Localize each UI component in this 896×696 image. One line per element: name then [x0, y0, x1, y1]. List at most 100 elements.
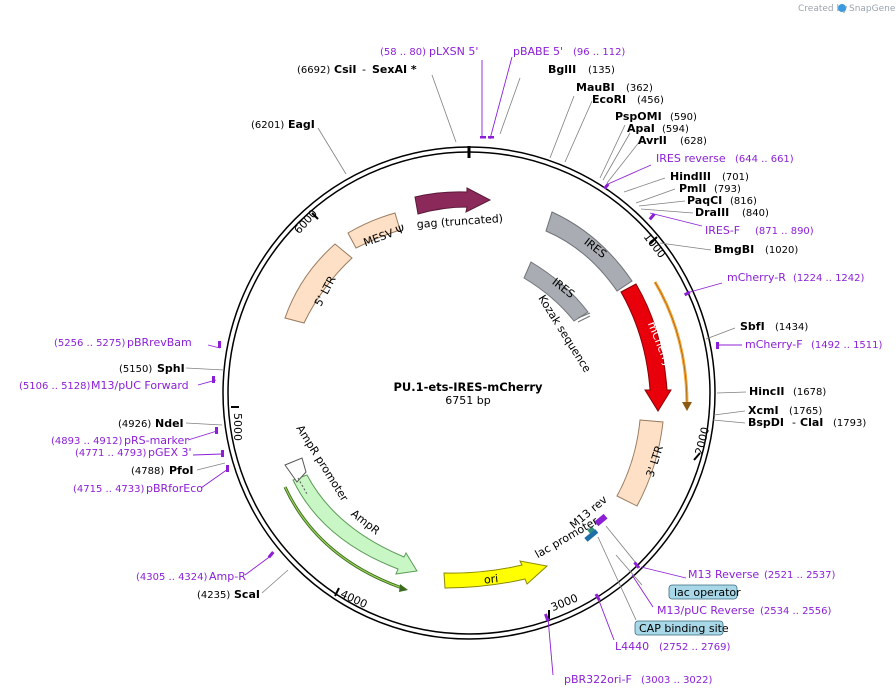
enz-apa-pos: (594): [662, 124, 689, 135]
tick-3000: 3000: [549, 591, 580, 614]
enz-eco-pos: (456): [637, 95, 664, 106]
enz-bgl-pos: (135): [588, 65, 615, 76]
pr-prs-name: pRS-marker: [124, 434, 189, 447]
feature-ori[interactable]: ori: [443, 560, 549, 589]
enz-apa-name: ApaI: [627, 122, 655, 135]
enz-bsp-name: BspDI: [748, 416, 784, 429]
pr-pgex-name: pGEX 3': [148, 446, 192, 459]
plasmid-length: 6751 bp: [445, 394, 490, 407]
enz-bmg-pos: (1020): [765, 245, 798, 256]
enz-mau-pos: (362): [626, 83, 653, 94]
pr-l4440-range: (2752 .. 2769): [659, 642, 731, 653]
enz-xcm-name: XcmI: [748, 404, 779, 417]
enz-eco-name: EcoRI: [592, 93, 626, 106]
tick-6000: 6000: [292, 207, 320, 237]
snapgene-logo-icon: [838, 4, 846, 12]
tick-2000: 2000: [693, 426, 712, 456]
enz-eag-pos: (6201): [251, 120, 284, 131]
pr-plxsn-range: (58 .. 80): [380, 47, 426, 58]
feature-ampr-promoter[interactable]: AmpR promoter: [284, 423, 351, 504]
pr-mchr-name: mCherry-R: [727, 271, 786, 284]
enz-paq-pos: (816): [730, 196, 757, 207]
pr-m13r-name: M13 Reverse: [688, 568, 759, 581]
feature-gag[interactable]: gag (truncated): [414, 187, 503, 231]
pr-iresf-name: IRES-F: [705, 224, 740, 237]
pr-iresf-range: (871 .. 890): [755, 226, 814, 237]
pr-l4440-name: L4440: [615, 640, 649, 653]
feature-orange-arrow: [653, 281, 692, 411]
primer-labels: (58 .. 80) pLXSN 5' pBABE 5' (96 .. 112)…: [19, 45, 883, 686]
enz-hind-name: HindIII: [670, 170, 711, 183]
feature-ltr5[interactable]: 5' LTR: [284, 243, 353, 324]
created-by-text: Created by: [798, 4, 848, 14]
pr-m13puc-range: (2534 .. 2556): [760, 606, 832, 617]
enz-sexai-name: SexAI *: [372, 63, 417, 76]
enz-psp-pos: (590): [670, 112, 697, 123]
enz-csi-sep: -: [362, 63, 366, 76]
enzyme-labels: (6692) CsiI - SexAI * BglII (135) MauBI …: [118, 63, 866, 601]
enz-sbf-pos: (1434): [775, 322, 808, 333]
enz-dra-pos: (840): [742, 208, 769, 219]
scale-ticks: 1000 2000 3000 4000 5000 6000: [231, 207, 712, 619]
pr-mchf-name: mCherry-F: [745, 338, 803, 351]
enz-sph-pos: (5150): [119, 364, 152, 375]
pr-m13puc-name: M13/pUC Reverse: [657, 604, 755, 617]
pr-pbabe-range: (96 .. 112): [573, 47, 625, 58]
enz-mau-name: MauBI: [576, 81, 615, 94]
primer-marks: [212, 136, 719, 622]
pr-pbrrevbam-name: pBRrevBam: [127, 336, 192, 349]
feature-ltr3[interactable]: 3' LTR: [616, 419, 666, 507]
enz-csi-pos: (6692): [297, 65, 330, 76]
enz-hinc-name: HincII: [749, 385, 785, 398]
pr-pbr322-name: pBR322ori-F: [564, 673, 632, 686]
gag-label: gag (truncated): [416, 212, 503, 231]
enz-nde-name: NdeI: [155, 417, 184, 430]
plasmid-name: PU.1-ets-IRES-mCherry: [393, 380, 543, 394]
primer-leaders: [187, 56, 742, 676]
enz-pml-name: PmlI: [679, 182, 706, 195]
cap-site-label: CAP binding site: [639, 622, 729, 635]
brand-text: SnapGene: [849, 4, 896, 14]
pr-pbabe-name: pBABE 5': [513, 45, 563, 58]
enz-eag-name: EagI: [288, 118, 315, 131]
enz-nde-pos: (4926): [118, 419, 151, 430]
lac-operator-box: lac operator: [668, 584, 741, 600]
pr-mchr-range: (1224 .. 1242): [793, 273, 865, 284]
enz-avr-pos: (628): [680, 136, 707, 147]
enz-cla-name: ClaI: [800, 416, 823, 429]
pr-m13pucf-name: M13/pUC Forward: [91, 379, 189, 392]
pr-ampr-range: (4305 .. 4324): [136, 572, 208, 583]
enz-paq-name: PaqCI: [687, 194, 722, 207]
feature-ampr[interactable]: AmpR: [283, 474, 418, 592]
enz-bgl-name: BglII: [548, 63, 576, 76]
feature-ires2[interactable]: IRES Kozak sequence: [523, 261, 594, 375]
feature-mesv[interactable]: MESV Ψ: [347, 212, 407, 249]
enz-csi-name: CsiI: [334, 63, 356, 76]
enz-hind-pos: (701): [722, 172, 749, 183]
enz-bmg-name: BmgBI: [714, 243, 754, 256]
enz-sca-pos: (4235): [197, 590, 230, 601]
pr-iresrev-name: IRES reverse: [656, 152, 726, 165]
enz-sbf-name: SbfI: [740, 320, 765, 333]
enz-dra-name: DraIII: [695, 206, 729, 219]
tick-4000: 4000: [338, 587, 369, 611]
pr-prs-range: (4893 .. 4912): [51, 436, 123, 447]
enz-pml-pos: (793): [714, 184, 741, 195]
pr-pbrfor-name: pBRforEco: [146, 482, 203, 495]
tick-5000: 5000: [231, 413, 244, 441]
pr-m13pucf-range: (5106 .. 5128): [19, 381, 91, 392]
pr-iresrev-range: (644 .. 661): [735, 154, 794, 165]
pr-pbrfor-range: (4715 .. 4733): [73, 484, 145, 495]
cap-site-box: CAP binding site: [634, 620, 729, 636]
enz-avr-name: AvrII: [638, 134, 667, 147]
pr-plxsn-name: pLXSN 5': [429, 45, 478, 58]
enz-hinc-pos: (1678): [793, 387, 826, 398]
enz-pfo-pos: (4788): [131, 466, 164, 477]
pr-m13r-range: (2521 .. 2537): [764, 570, 836, 581]
pr-pbrrevbam-range: (5256 .. 5275): [54, 338, 126, 349]
tick-1000: 1000: [641, 231, 668, 261]
lac-operator-label: lac operator: [674, 586, 741, 599]
enz-psp-name: PspOMI: [615, 110, 662, 123]
pr-ampr-name: Amp-R: [209, 570, 246, 583]
